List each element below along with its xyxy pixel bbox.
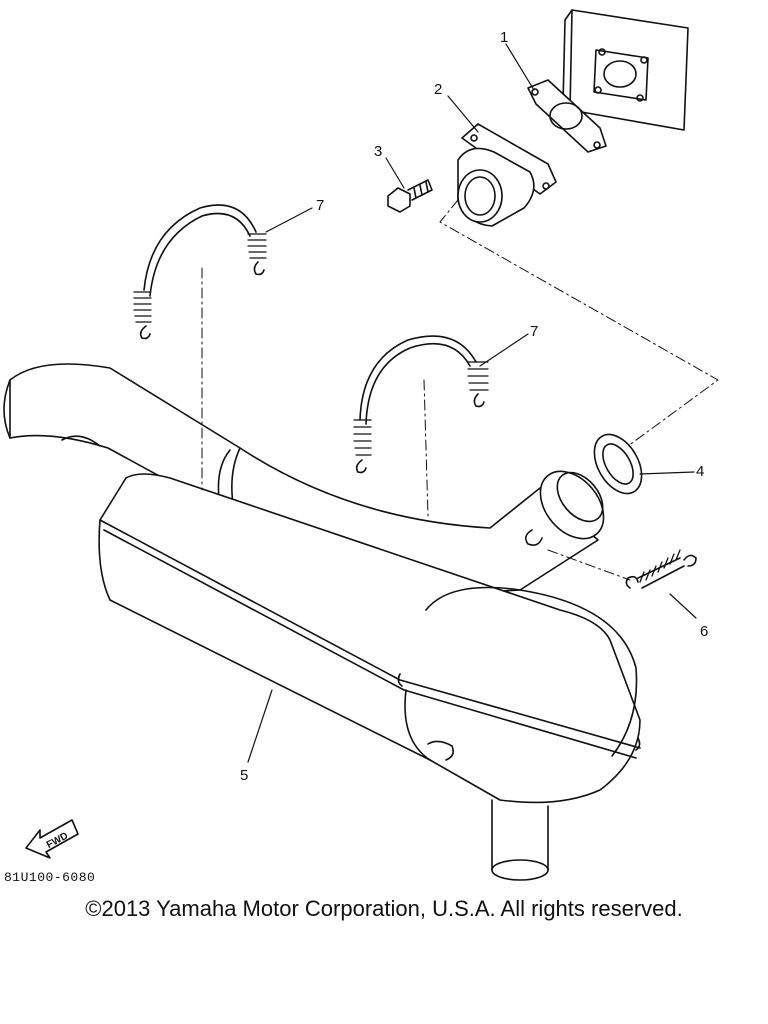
callout-7-upper: 7 — [316, 197, 324, 214]
engine-flange-plate — [562, 9, 689, 131]
callout-7-middle: 7 — [530, 323, 538, 340]
gasket-part-1 — [527, 79, 607, 153]
fwd-arrow-icon — [25, 819, 79, 859]
spring-part-6 — [625, 549, 697, 589]
copyright-notice: ©2013 Yamaha Motor Corporation, U.S.A. A… — [85, 896, 683, 921]
bolt-part-3 — [387, 179, 433, 213]
diagram-part-code: 81U100-6080 — [4, 870, 96, 885]
spring-part-7-middle — [353, 335, 489, 474]
manifold-joint-part-2 — [457, 123, 557, 227]
spring-part-7-upper — [133, 204, 267, 340]
callout-2: 2 — [434, 81, 442, 98]
callout-6: 6 — [700, 623, 708, 640]
callout-3: 3 — [374, 143, 382, 160]
gasket-ring-part-4 — [593, 433, 643, 495]
muffler-part-5 — [98, 473, 641, 881]
callout-4: 4 — [696, 463, 704, 480]
callout-1: 1 — [500, 29, 508, 46]
callout-5: 5 — [240, 767, 248, 784]
